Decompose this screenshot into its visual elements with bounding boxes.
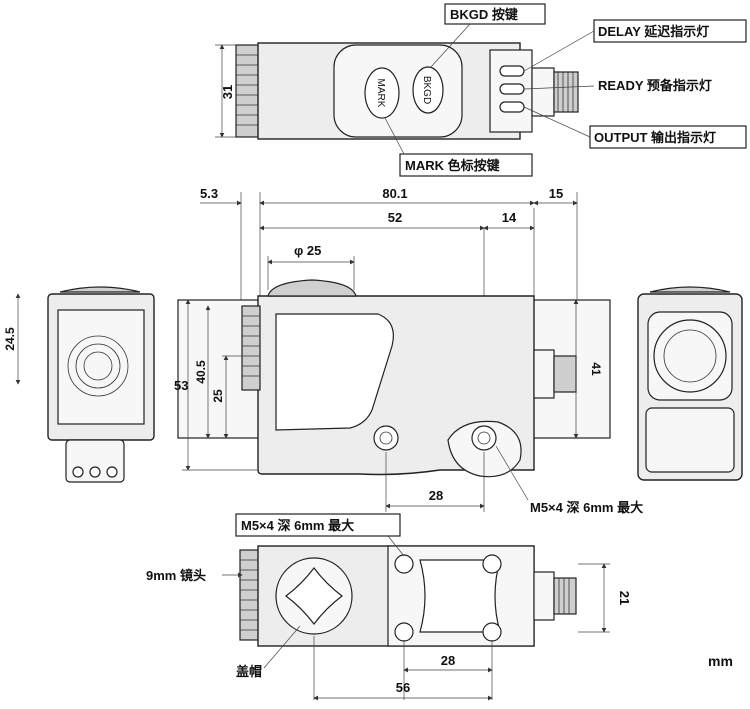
side-screw-hole-right (471, 425, 497, 451)
dim-28-bottom: 28 (441, 653, 455, 668)
ready-label: READY 预备指示灯 (598, 78, 712, 93)
unit-label: mm (708, 653, 733, 669)
top-knurl (235, 44, 261, 138)
dim-21: 21 (617, 591, 632, 605)
dim-28-side: 28 (429, 488, 443, 503)
side-connector-knurl (553, 355, 577, 393)
dim-phi25: φ 25 (294, 243, 321, 258)
dim-52: 52 (388, 210, 402, 225)
dim-5-3: 5.3 (200, 186, 218, 201)
bottom-connector (533, 571, 555, 621)
dim-41: 41 (589, 362, 603, 376)
delay-label: DELAY 延迟指示灯 (598, 24, 709, 39)
top-connector (531, 67, 555, 117)
bottom-hole-br (482, 622, 502, 642)
cap-label: 盖帽 (236, 664, 262, 679)
bottom-view: M5×4 深 6mm 最大 9mm 镜头 盖帽 21 28 56 mm (146, 513, 733, 701)
bottom-hole-tl (394, 554, 414, 574)
dim-14: 14 (502, 210, 517, 225)
output-led (499, 101, 525, 113)
left-end-view: 24.5 (3, 286, 155, 483)
mark-button-text: MARK (375, 79, 386, 108)
right-end-view (637, 286, 743, 481)
side-window (275, 313, 394, 431)
ready-led (499, 83, 525, 95)
side-view-top-dims: 5.3 80.1 15 52 14 φ 25 (200, 186, 578, 430)
side-connector (533, 349, 555, 399)
dim-56: 56 (396, 680, 410, 695)
dim-15: 15 (549, 186, 563, 201)
m5-bottom-label-box (235, 513, 401, 537)
side-lens-cap (267, 279, 357, 297)
bottom-hole-tr (482, 554, 502, 574)
bottom-connector-knurl (553, 577, 577, 615)
side-screw-hole-left (373, 425, 399, 451)
m5-side-label: M5×4 深 6mm 最大 (530, 500, 643, 515)
dim-40-5: 40.5 (194, 360, 208, 384)
top-view: MARK BKGD 31 BKGD 按键 DELAY 延迟指示灯 READY 预… (215, 3, 747, 177)
mark-button[interactable] (364, 67, 400, 119)
bottom-hole-bl (394, 622, 414, 642)
output-label: OUTPUT 输出指示灯 (594, 130, 716, 145)
dim-24-5: 24.5 (3, 327, 17, 351)
bottom-knurl (239, 549, 261, 641)
bkgd-button-text: BKGD (421, 76, 432, 104)
bkgd-label: BKGD 按键 (450, 7, 518, 22)
dim-25: 25 (211, 389, 225, 403)
dim-53: 53 (174, 378, 188, 393)
dim-31: 31 (220, 85, 235, 99)
delay-led (499, 65, 525, 77)
side-knurl (241, 305, 261, 391)
left-end-inner (57, 309, 145, 425)
side-view: 53 40.5 25 41 28 M5×4 深 6mm 最大 (174, 279, 643, 515)
right-end-knurled-knob (653, 319, 727, 393)
m5-bottom-label: M5×4 深 6mm 最大 (241, 518, 354, 533)
mark-label-box (399, 153, 533, 177)
bkgd-label-box (444, 3, 546, 25)
bkgd-button[interactable] (412, 66, 444, 114)
lens-label: 9mm 镜头 (146, 568, 206, 583)
dim-80-1: 80.1 (382, 186, 407, 201)
mark-label: MARK 色标按键 (405, 158, 500, 173)
